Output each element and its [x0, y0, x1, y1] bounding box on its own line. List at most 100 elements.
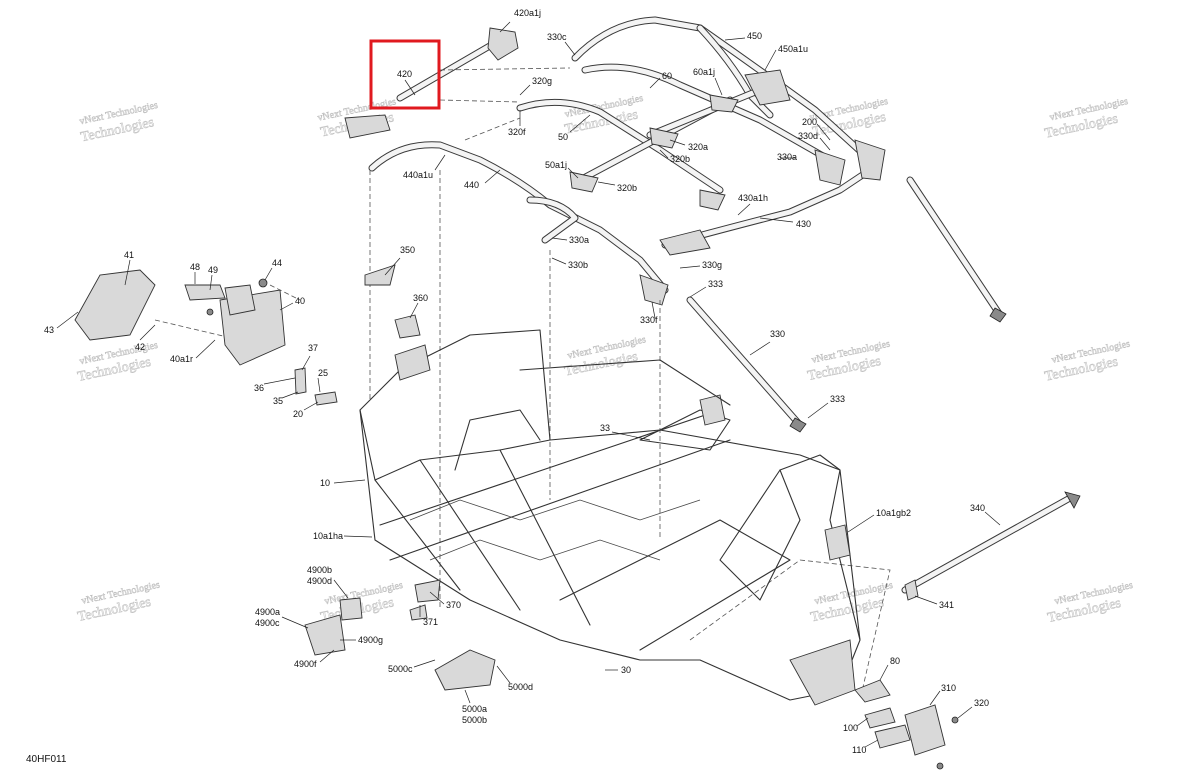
assembly-lines-bottom: [689, 559, 891, 701]
bracket-100: [864, 707, 896, 729]
bracket-40-top: [224, 284, 256, 316]
bracket-420-lower: [344, 114, 391, 139]
bolt-320: [951, 716, 959, 724]
callout-440a1u: 440a1u: [403, 170, 433, 180]
figure-id: 40HF011: [26, 754, 67, 765]
callout-310: 310: [941, 683, 956, 693]
callout-430: 430: [796, 219, 811, 229]
callout-50a1j: 50a1j: [545, 160, 567, 170]
callout-330b: 330b: [568, 260, 588, 270]
callouts: 420a1j 330c 450 450a1u 420 320g 60 60a1j…: [44, 8, 1001, 755]
callout-42: 42: [135, 342, 145, 352]
callout-320g: 320g: [532, 76, 552, 86]
callout-5000a: 5000a: [462, 704, 487, 714]
callout-320b-top: 320b: [670, 154, 690, 164]
bracket-430: [659, 229, 711, 256]
bolt-20-25: [314, 391, 338, 406]
callout-4900d: 4900d: [307, 576, 332, 586]
callout-4900g: 4900g: [358, 635, 383, 645]
strut-333-end: [789, 417, 807, 433]
callout-10a1gb2: 10a1gb2: [876, 508, 911, 518]
frame-crossmembers: [409, 499, 701, 561]
callout-371: 371: [423, 617, 438, 627]
bracket-5000a: [434, 649, 496, 691]
callout-450a1u: 450a1u: [778, 44, 808, 54]
bracket-370: [414, 579, 441, 603]
frame-outline: [359, 409, 861, 701]
bolt-310: [936, 762, 944, 770]
callout-4900b: 4900b: [307, 565, 332, 575]
callout-330: 330: [770, 329, 785, 339]
frame-seat-support: [454, 409, 541, 471]
callout-50: 50: [558, 132, 568, 142]
highlight-box-420: [369, 39, 441, 110]
frame-front-bracket: [394, 344, 431, 381]
callout-5000b: 5000b: [462, 715, 487, 725]
bracket-350: [364, 264, 396, 286]
frame-rear-mount: [639, 409, 731, 451]
callout-340: 340: [970, 503, 985, 513]
callout-350: 350: [400, 245, 415, 255]
callout-49: 49: [208, 265, 218, 275]
bracket-80: [854, 679, 891, 703]
bracket-310: [904, 704, 946, 756]
loose-parts: [74, 264, 959, 770]
bracket-4900a: [304, 614, 346, 656]
callout-44: 44: [272, 258, 282, 268]
callout-4900a: 4900a: [255, 607, 280, 617]
callout-40: 40: [295, 296, 305, 306]
callout-43: 43: [44, 325, 54, 335]
callout-320a: 320a: [688, 142, 708, 152]
frame-top-rail: [519, 359, 731, 406]
callout-370: 370: [446, 600, 461, 610]
callout-41: 41: [124, 250, 134, 260]
bracket-10a1gb2: [824, 524, 851, 561]
callout-320b: 320b: [617, 183, 637, 193]
frame-rear-floor: [559, 519, 791, 651]
assembly-lines-top: [439, 67, 571, 141]
callout-360: 360: [413, 293, 428, 303]
callout-420a1j: 420a1j: [514, 8, 541, 18]
bracket-4900b: [339, 597, 363, 621]
callout-330d: 330d: [798, 131, 818, 141]
bracket-48: [184, 284, 226, 301]
callout-25: 25: [318, 368, 328, 378]
callout-110: 110: [852, 745, 866, 755]
callout-4900f: 4900f: [294, 659, 317, 669]
callout-5000c: 5000c: [388, 664, 413, 674]
callout-440: 440: [464, 180, 479, 190]
frame-rails: [374, 409, 731, 626]
bracket-60a1j: [709, 94, 739, 113]
callout-341: 341: [939, 600, 954, 610]
bracket-320b-top: [699, 189, 726, 211]
callout-10: 10: [320, 478, 330, 488]
callout-330c: 330c: [547, 32, 567, 42]
callout-4900c: 4900c: [255, 618, 280, 628]
callout-320f: 320f: [508, 127, 526, 137]
shield-41: [74, 269, 156, 341]
bracket-330f: [639, 274, 669, 306]
callout-333-top: 333: [708, 279, 723, 289]
callout-40a1r: 40a1r: [170, 354, 193, 364]
callout-100: 100: [843, 723, 858, 733]
frame-rear-upright: [779, 454, 861, 641]
callout-330a-top: 330a: [777, 152, 797, 162]
frame-rear-triangle: [719, 469, 801, 601]
callout-320-bot: 320: [974, 698, 989, 708]
callout-37: 37: [308, 343, 318, 353]
callout-330g: 330g: [702, 260, 722, 270]
callout-33: 33: [600, 423, 610, 433]
bracket-320a: [649, 127, 679, 149]
clip-341: [904, 579, 919, 601]
frame-front-section: [359, 329, 551, 481]
assembly-lines-vertical: [369, 170, 661, 610]
bracket-110: [874, 724, 911, 749]
callout-420: 420: [397, 69, 412, 79]
frame-shock-tower: [699, 394, 726, 426]
bracket-420a1j: [487, 27, 519, 61]
bracket-450a1u: [744, 69, 791, 106]
callout-333-bot: 333: [830, 394, 845, 404]
callout-10a1ha: 10a1ha: [313, 531, 343, 541]
strut-330-end: [989, 307, 1007, 323]
